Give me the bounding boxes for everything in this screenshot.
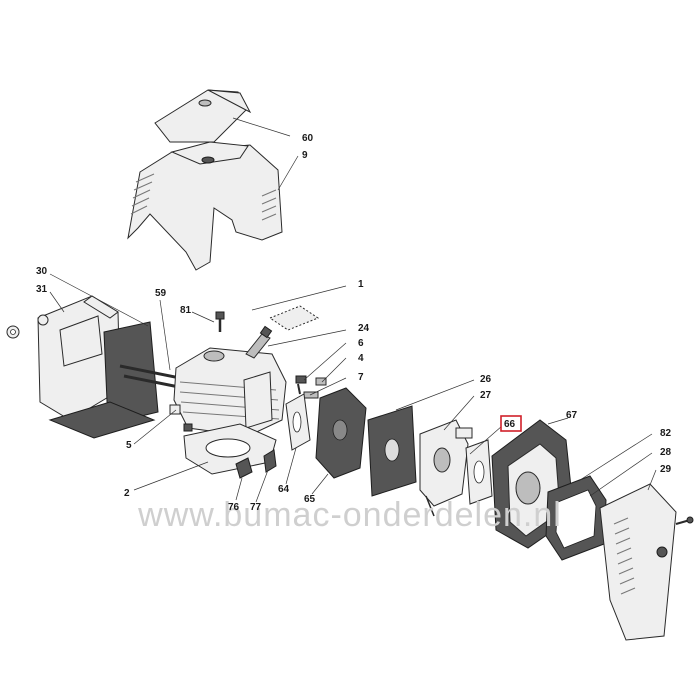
callout-27: 27	[480, 390, 492, 401]
part-1-cylinder	[173, 347, 287, 437]
part-66-carburetor-gasket	[465, 439, 493, 505]
part-washer-left	[6, 314, 49, 339]
part-60-top-cap	[154, 89, 252, 143]
callout-leaders	[49, 117, 657, 503]
callout-65: 65	[304, 494, 316, 505]
part-77-bracket	[263, 449, 277, 473]
callout-81: 81	[180, 305, 192, 316]
callout-9: 9	[302, 150, 308, 161]
callout-1: 1	[358, 279, 364, 290]
callout-67: 67	[566, 410, 578, 421]
highlight-box-66	[500, 415, 522, 432]
part-29-air-filter-cover	[599, 483, 677, 641]
callout-7: 7	[358, 372, 364, 383]
callout-30: 30	[36, 266, 48, 277]
callout-24: 24	[358, 323, 370, 334]
part-24-spark-plug	[245, 325, 273, 359]
callout-76: 76	[228, 502, 240, 513]
part-cover-screw	[675, 516, 694, 525]
part-27-carburetor	[419, 419, 473, 517]
callout-60: 60	[302, 133, 314, 144]
part-5-screw	[169, 404, 193, 432]
callout-31: 31	[36, 284, 48, 295]
callout-26: 26	[480, 374, 492, 385]
part-2-base-gasket	[183, 423, 277, 475]
callout-5: 5	[126, 440, 132, 451]
callout-77: 77	[250, 502, 262, 513]
callout-labels: 60 9 30 31 59 81 1 24 6 4 7 5 26 27 66 6…	[36, 133, 672, 513]
part-64-intake-gasket	[285, 393, 311, 451]
watermark-text: www.bumac-onderdelen.nl	[137, 496, 562, 534]
callout-4: 4	[358, 353, 364, 364]
callout-6: 6	[358, 338, 364, 349]
callout-64: 64	[278, 484, 290, 495]
callout-29: 29	[660, 464, 672, 475]
callout-2: 2	[124, 488, 130, 499]
callout-59: 59	[155, 288, 167, 299]
callout-66: 66	[504, 419, 516, 430]
part-26-insulator-plate	[367, 405, 417, 497]
part-81-screw	[215, 311, 225, 332]
part-9-shroud	[127, 141, 283, 271]
part-82-filter-element	[545, 475, 607, 561]
part-30-muffler-gasket-plate	[48, 321, 159, 439]
part-65-intake-manifold	[315, 387, 367, 479]
part-accessory-box	[268, 305, 320, 331]
callout-28: 28	[660, 447, 672, 458]
part-76-bracket	[235, 457, 253, 479]
callout-82: 82	[660, 428, 672, 439]
